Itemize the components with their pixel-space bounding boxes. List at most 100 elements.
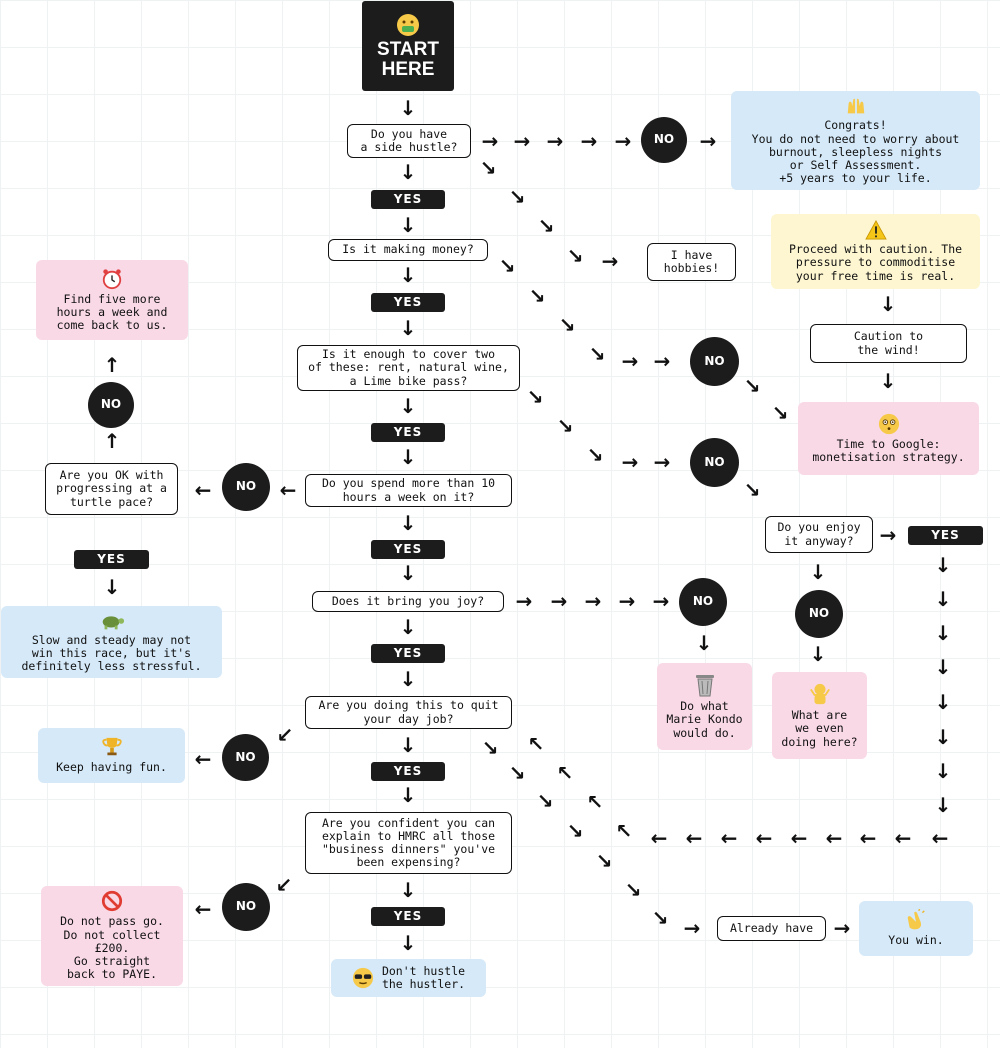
arrow-icon: ↓: [934, 553, 952, 577]
yes-label: YES: [371, 907, 445, 926]
yes-label: YES: [371, 762, 445, 781]
arrow-icon: ↘: [651, 906, 669, 930]
arrow-icon: ↘: [537, 214, 555, 238]
arrow-icon: ↑: [103, 429, 121, 453]
alarm-clock-icon: [102, 269, 122, 289]
no-label: NO: [690, 438, 739, 487]
warning-icon: [864, 220, 887, 240]
arrow-icon: →: [621, 349, 639, 373]
outcome-you-win: You win.: [859, 901, 973, 956]
arrow-icon: ↘: [508, 185, 526, 209]
arrow-icon: →: [584, 589, 602, 613]
no-label: NO: [795, 590, 843, 638]
outcome-dont-pass: Do not pass go. Do not collect £200. Go …: [41, 886, 183, 986]
arrow-icon: ↘: [556, 414, 574, 438]
arrow-icon: ↓: [399, 878, 417, 902]
arrow-icon: ↓: [399, 931, 417, 955]
sunglasses-face-icon: [352, 967, 374, 989]
arrow-icon: ←: [650, 826, 668, 850]
arrow-icon: →: [699, 129, 717, 153]
outcome-even-doing-text: What are we even doing here?: [781, 708, 858, 749]
arrow-icon: ↘: [526, 385, 544, 409]
outcome-google: Time to Google: monetisation strategy.: [798, 402, 979, 475]
no-label: NO: [88, 382, 134, 428]
arrow-icon: ↙: [276, 723, 294, 747]
outcome-keep-fun-text: Keep having fun.: [56, 760, 167, 775]
arrow-icon: ↓: [934, 690, 952, 714]
arrow-icon: →: [513, 129, 531, 153]
arrow-icon: ↘: [528, 284, 546, 308]
outcome-slow-steady-text: Slow and steady may not win this race, b…: [21, 632, 202, 674]
arrow-icon: ←: [931, 826, 949, 850]
arrow-icon: ↓: [879, 369, 897, 393]
outcome-dont-hustle-text: Don't hustle the hustler.: [381, 963, 466, 991]
arrow-icon: ←: [894, 826, 912, 850]
question-hobbies: I have hobbies!: [647, 243, 736, 281]
arrow-icon: ↘: [771, 401, 789, 425]
yes-label: YES: [371, 644, 445, 663]
question-cover-two: Is it enough to cover two of these: rent…: [297, 345, 520, 391]
outcome-find-hours: Find five more hours a week and come bac…: [36, 260, 188, 340]
arrow-icon: ↖: [586, 790, 604, 814]
arrow-icon: ↓: [399, 615, 417, 639]
outcome-keep-fun: Keep having fun.: [38, 728, 185, 783]
arrow-icon: ↓: [103, 575, 121, 599]
arrow-icon: ↓: [399, 160, 417, 184]
outcome-marie-kondo: Do what Marie Kondo would do.: [657, 663, 752, 750]
arrow-icon: ↓: [399, 394, 417, 418]
outcome-find-hours-text: Find five more hours a week and come bac…: [56, 291, 168, 333]
arrow-icon: →: [652, 589, 670, 613]
outcome-you-win-text: You win.: [888, 933, 944, 948]
arrow-icon: ←: [194, 897, 212, 921]
start-here-label: START HERE: [377, 38, 439, 80]
arrow-icon: →: [653, 450, 671, 474]
question-enjoy-anyway: Do you enjoy it anyway?: [765, 516, 873, 553]
arrow-icon: ↘: [498, 254, 516, 278]
question-ten-hours: Do you spend more than 10 hours a week o…: [305, 474, 512, 507]
question-caution-wind: Caution to the wind!: [810, 324, 967, 363]
arrow-icon: ←: [685, 826, 703, 850]
arrow-icon: →: [550, 589, 568, 613]
arrow-icon: ←: [825, 826, 843, 850]
yes-label: YES: [371, 293, 445, 312]
arrow-icon: ↘: [624, 878, 642, 902]
question-quit-job: Are you doing this to quit your day job?: [305, 696, 512, 729]
arrow-icon: ↓: [934, 759, 952, 783]
arrow-icon: →: [618, 589, 636, 613]
outcome-google-text: Time to Google: monetisation strategy.: [812, 436, 965, 464]
arrow-icon: ↓: [934, 655, 952, 679]
yes-label: YES: [74, 550, 149, 569]
arrow-icon: ↘: [508, 761, 526, 785]
arrow-icon: ↑: [103, 353, 121, 377]
arrow-icon: →: [546, 129, 564, 153]
trophy-icon: [101, 738, 122, 756]
arrow-icon: ↘: [558, 313, 576, 337]
arrow-icon: →: [515, 589, 533, 613]
outcome-dont-hustle: Don't hustle the hustler.: [331, 959, 486, 997]
clapping-hands-icon: [907, 909, 925, 930]
raised-hands-icon: [847, 99, 864, 114]
yes-label: YES: [908, 526, 983, 545]
arrow-icon: ↓: [809, 642, 827, 666]
no-label: NO: [222, 734, 269, 781]
arrow-icon: ←: [859, 826, 877, 850]
arrow-icon: ↘: [595, 849, 613, 873]
arrow-icon: →: [879, 523, 897, 547]
arrow-icon: ←: [279, 478, 297, 502]
arrow-icon: ↓: [695, 631, 713, 655]
start-here-box: START HERE: [362, 1, 454, 91]
arrow-icon: ←: [194, 747, 212, 771]
outcome-congrats: Congrats! You do not need to worry about…: [731, 91, 980, 190]
question-already-have: Already have: [717, 916, 826, 941]
arrow-icon: ↓: [399, 783, 417, 807]
arrow-icon: ↓: [399, 561, 417, 585]
arrow-icon: ↓: [934, 793, 952, 817]
arrow-icon: ↖: [556, 761, 574, 785]
outcome-caution: Proceed with caution. The pressure to co…: [771, 214, 980, 289]
outcome-caution-text: Proceed with caution. The pressure to co…: [788, 242, 963, 283]
arrow-icon: ↘: [588, 342, 606, 366]
question-turtle-pace: Are you OK with progressing at a turtle …: [45, 463, 178, 515]
arrow-icon: ↙: [275, 873, 293, 897]
arrow-icon: →: [833, 916, 851, 940]
